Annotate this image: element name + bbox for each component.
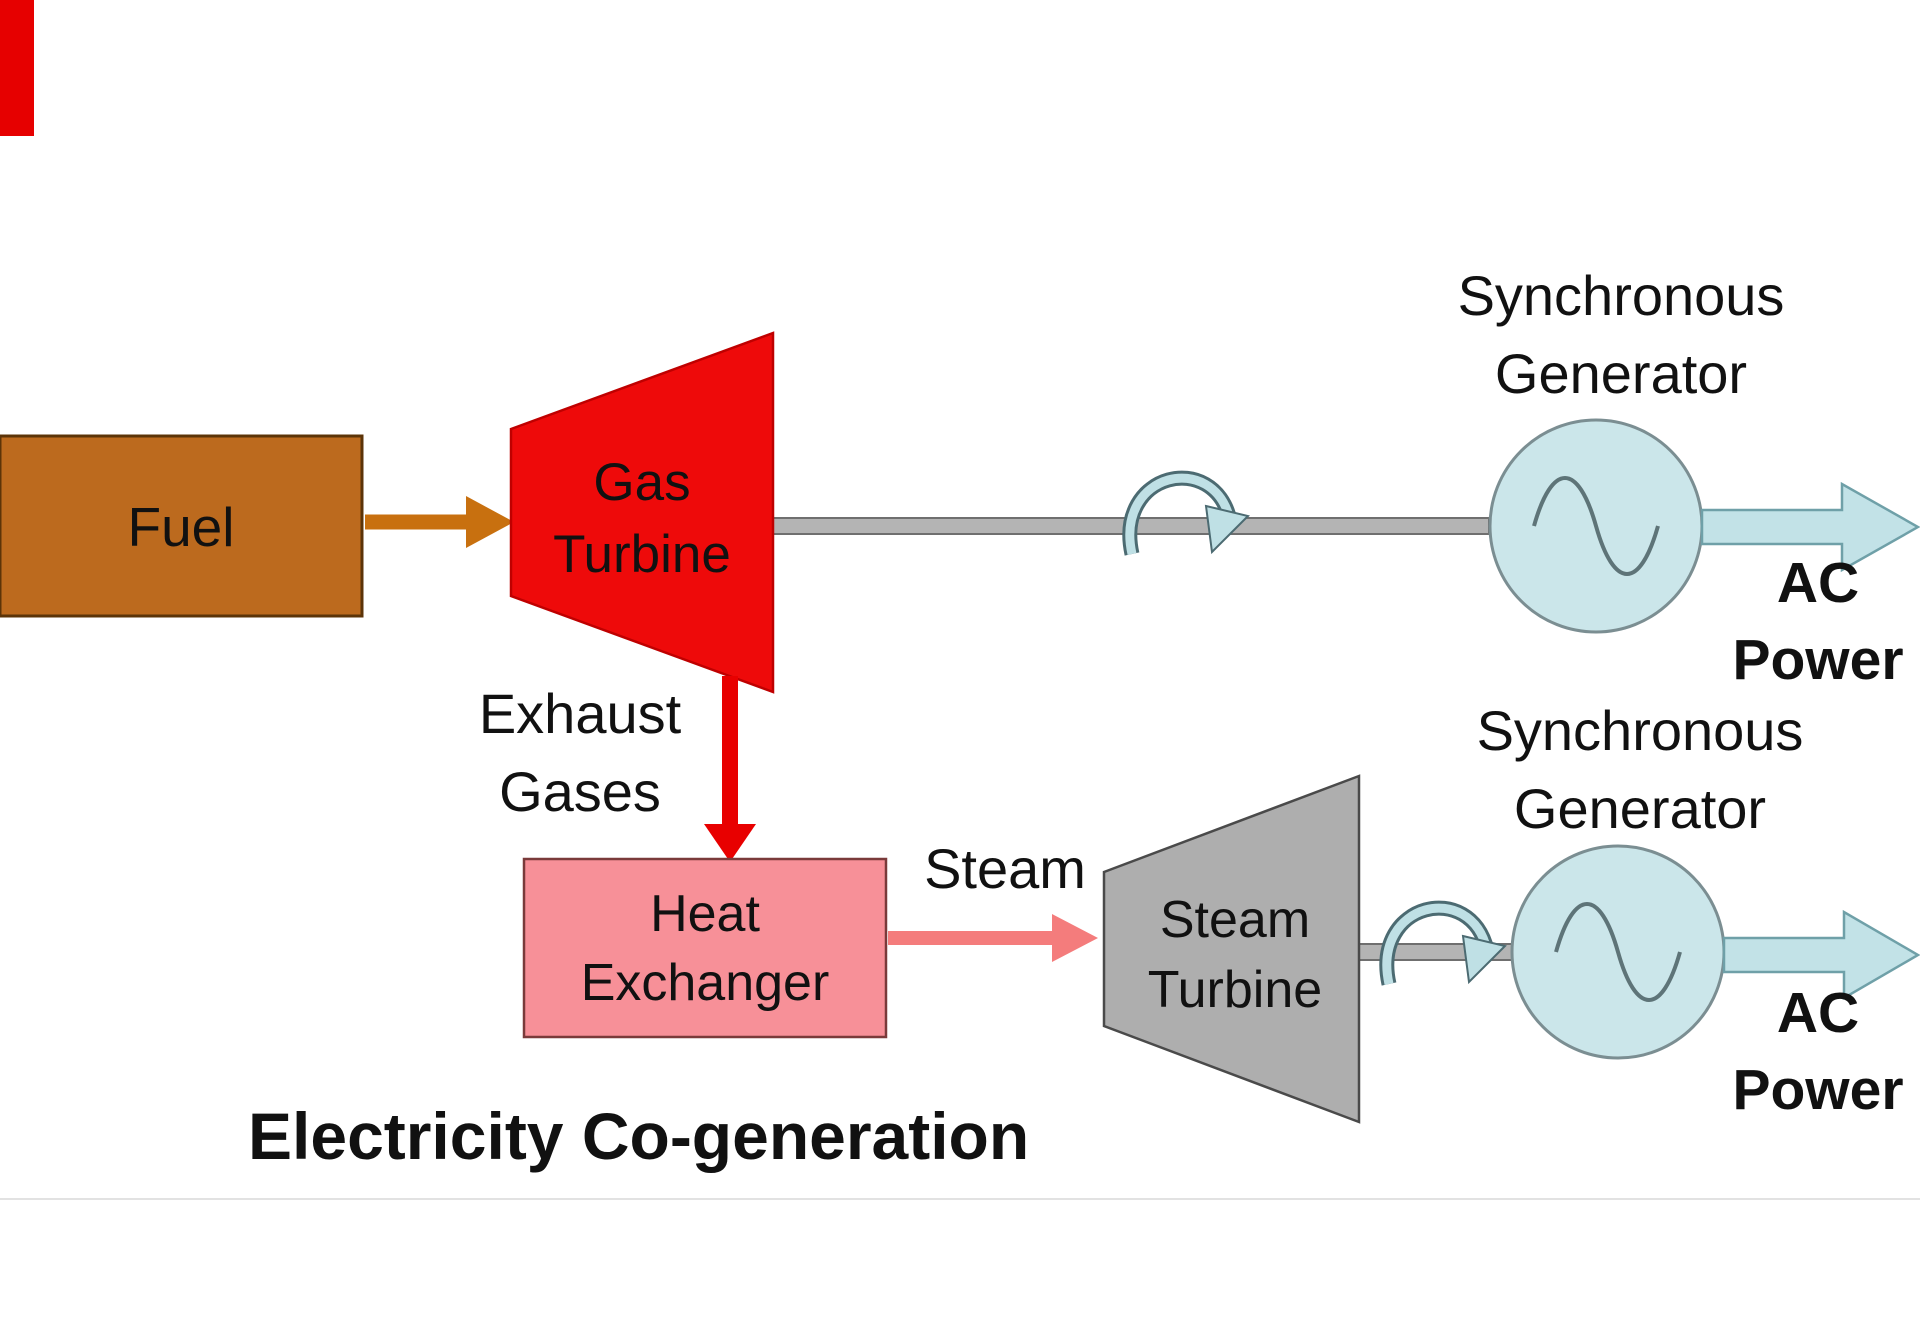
fuel-box [0, 434, 364, 618]
rotation-arrow-top-body [1125, 473, 1235, 555]
gas-turbine-shape [509, 331, 775, 694]
rotation-arrow-bottom-head [1461, 934, 1507, 985]
steam-label: Steam [924, 837, 1086, 900]
steam-turbine-label: Steam Turbine [1147, 891, 1323, 1020]
rotation-arrow-bottom [1379, 900, 1507, 986]
exhaust-arrow [704, 676, 756, 862]
ac-power-arrow-bottom [1722, 909, 1920, 1001]
fuel-arrow [365, 496, 514, 548]
fuel-arrow-head [466, 496, 514, 548]
generator-top-label: Synchronous Generator [1457, 264, 1785, 406]
heat-exchanger-box [522, 857, 888, 1039]
steam-turbine-shape [1102, 774, 1361, 1124]
rotation-arrow-top-head [1204, 504, 1250, 555]
ac-power-bottom-label: AC Power [1732, 981, 1904, 1122]
gas-turbine-label: Gas Turbine [553, 453, 731, 584]
generator-bottom [1510, 844, 1726, 1060]
red-edge-mark [0, 0, 34, 136]
exhaust-gases-label: Exhaust Gases [478, 682, 682, 824]
steam-arrow [888, 914, 1098, 962]
diagram-title: Electricity Co-generation [248, 1099, 1030, 1173]
generator-bottom-sine-icon [1554, 902, 1682, 1002]
exhaust-arrow-head [704, 824, 756, 862]
ac-power-arrow-top [1700, 481, 1920, 573]
rotation-arrow-bottom-body [1382, 903, 1492, 985]
heat-exchanger-label: Heat Exchanger [580, 885, 830, 1012]
fuel-label: Fuel [127, 496, 235, 558]
generator-bottom-label: Synchronous Generator [1476, 699, 1804, 841]
generator-top [1488, 418, 1704, 634]
ac-power-top-label: AC Power [1732, 551, 1904, 692]
rotation-arrow-top [1122, 470, 1250, 556]
steam-arrow-head [1052, 914, 1098, 962]
generator-top-sine-icon [1532, 476, 1660, 576]
